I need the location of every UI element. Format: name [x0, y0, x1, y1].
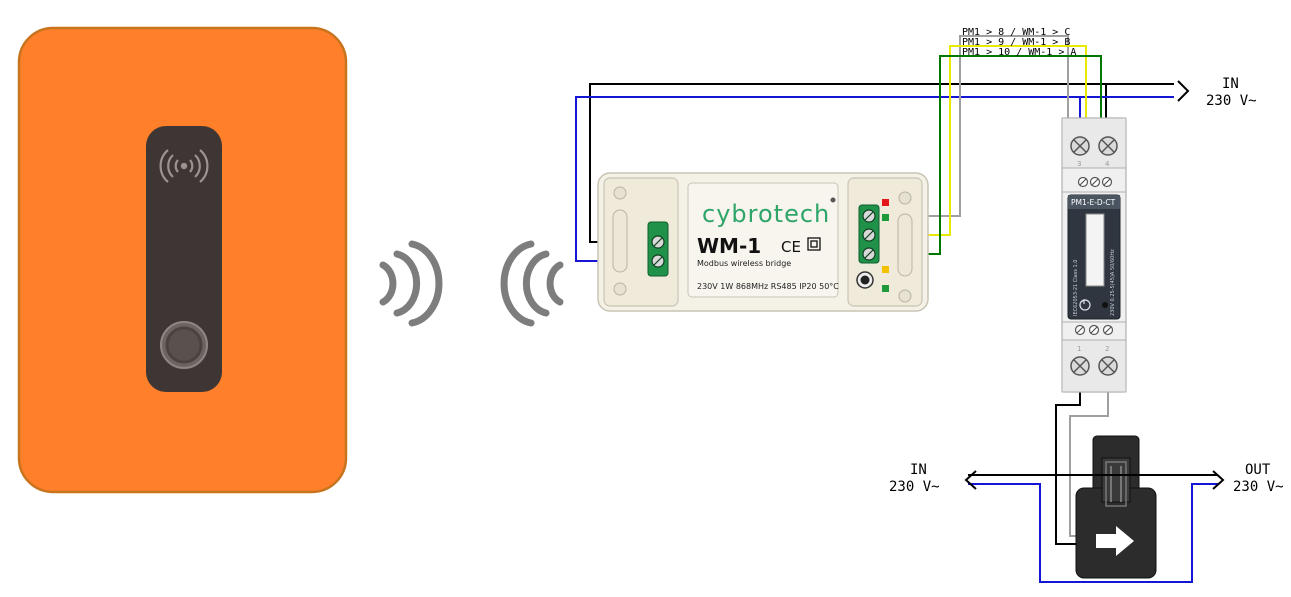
supply-out: OUT 230 V~	[1212, 462, 1284, 495]
wm1-module: cybrotech WM-1 CE Modbus wireless bridge…	[597, 172, 929, 312]
wire-black-ct	[1055, 388, 1088, 545]
led-green	[882, 214, 889, 221]
supply-out-voltage: 230 V~	[1233, 479, 1284, 495]
screw-terminal	[651, 235, 665, 268]
terminal-4: 4	[1105, 160, 1110, 168]
wireless-remote	[146, 126, 222, 392]
wm1-brand: cybrotech	[702, 200, 830, 228]
terminal-2: 2	[1105, 345, 1109, 353]
screw-terminal	[862, 209, 876, 261]
wire-black-supply	[1105, 83, 1174, 130]
signal-waves-left-icon	[500, 240, 564, 327]
signal-waves-right-icon	[379, 240, 443, 327]
wm1-model: WM-1	[697, 234, 761, 258]
push-button-icon[interactable]	[856, 271, 874, 289]
supply-in-voltage: 230 V~	[889, 479, 940, 495]
supply-in-label: IN	[910, 462, 927, 478]
wire-blue-through	[968, 483, 1218, 583]
wm1-marks: CE	[781, 238, 801, 256]
legend-line-c: PM1 > 8 / WM-1 > C	[962, 27, 1070, 38]
current-transformer	[968, 435, 1218, 579]
wm1-specs: 230V 1W 868MHz RS485 IP20 50°C	[697, 282, 839, 291]
direction-arrow-icon	[1096, 526, 1134, 556]
led-yellow	[882, 266, 889, 273]
supply-top: IN 230 V~	[1177, 76, 1257, 109]
screw-terminal	[1077, 176, 1113, 188]
screw-terminal	[1070, 356, 1118, 376]
arrow-left-icon	[964, 470, 977, 490]
meter-model: PM1-E-D-CT	[1071, 198, 1116, 207]
screw-terminal	[1074, 324, 1114, 336]
sync-icon	[1079, 298, 1091, 311]
wm1-subtitle: Modbus wireless bridge	[697, 259, 791, 268]
terminal-1: 1	[1077, 345, 1081, 353]
meter-side-left: IEC62053-21 Class 1.0	[1073, 260, 1079, 316]
meter-side-right: 230V 0.25-5(45)A 50/60Hz	[1110, 249, 1116, 316]
supply-top-voltage: 230 V~	[1206, 93, 1257, 109]
led-green-2	[882, 285, 889, 292]
terminal-3: 3	[1077, 160, 1081, 168]
led-red	[882, 199, 889, 206]
wall-panel	[17, 26, 348, 494]
wire-legend: PM1 > 8 / WM-1 > C PM1 > 9 / WM-1 > B PM…	[962, 27, 1076, 58]
legend-line-a: PM1 > 10 / WM-1 > A	[962, 47, 1076, 58]
push-button-icon[interactable]	[160, 321, 208, 369]
arrow-right-icon	[1177, 80, 1190, 102]
wireless-icon	[159, 149, 209, 183]
supply-top-label: IN	[1222, 76, 1239, 92]
legend-line-b: PM1 > 9 / WM-1 > B	[962, 37, 1070, 48]
meter-indicator	[1102, 302, 1108, 308]
supply-out-label: OUT	[1245, 462, 1271, 478]
arrow-right-icon	[1212, 470, 1225, 490]
power-meter: 3 4 PM1-E-D-CT IEC62053-21 Class 1.0 230…	[1061, 117, 1127, 393]
screw-terminal	[1070, 136, 1118, 156]
supply-in: IN 230 V~	[889, 462, 977, 495]
